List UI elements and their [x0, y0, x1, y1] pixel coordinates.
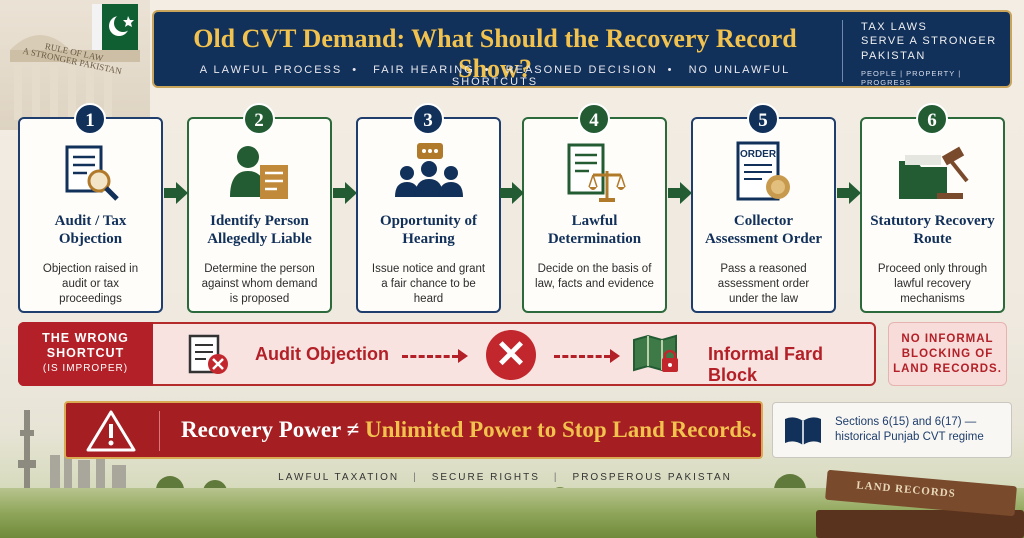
step-title: Statutory Recovery Route [870, 213, 995, 247]
document-x-icon [188, 334, 228, 374]
step-description: Objection raised in audit or tax proceed… [42, 263, 139, 305]
step-card-5: 5 ORDER Collector Assessment Order Pass … [691, 103, 836, 313]
footer-item: SECURE RIGHTS [431, 472, 540, 483]
arrow-right-icon [837, 182, 861, 204]
order-seal-icon: ORDER [736, 141, 790, 201]
building-illustration [10, 35, 140, 120]
dashed-arrow-head [458, 349, 468, 363]
banner-text: Recovery Power ≠ Unlimited Power to Stop… [181, 417, 757, 443]
subtitle-item: NO UNLAWFUL SHORTCUTS [451, 64, 791, 88]
recovery-power-banner: Recovery Power ≠ Unlimited Power to Stop… [64, 401, 763, 459]
dashed-arrow [402, 355, 458, 358]
step-number: 3 [412, 103, 444, 135]
wrong-shortcut-panel: THE WRONG SHORTCUT (IS IMPROPER) Audit O… [18, 322, 876, 386]
sections-note-card: Sections 6(15) and 6(17) — historical Pu… [772, 402, 1012, 458]
step-title: Collector Assessment Order [704, 213, 823, 247]
document-magnifier-icon [65, 145, 119, 201]
step-title: Opportunity of Hearing [379, 213, 478, 247]
label-line: THE WRONG [42, 331, 129, 345]
step-description: Issue notice and grant a fair chance to … [371, 263, 486, 305]
person-document-icon [230, 146, 288, 199]
arrow-right-icon [164, 182, 188, 204]
subtitle-item: REASONED DECISION [505, 64, 658, 76]
open-book-icon [785, 417, 821, 445]
step-card-2: 2 Identify Person Allegedly Liable Deter… [187, 103, 332, 313]
sections-note-text: Sections 6(15) and 6(17) — historical Pu… [835, 416, 984, 443]
banner-text-part1: Recovery Power ≠ [181, 417, 365, 442]
footer-tagline: LAWFUL TAXATION|SECURE RIGHTS|PROSPEROUS… [278, 472, 732, 483]
header-subtitle: A LAWFUL PROCESS• FAIR HEARING• REASONED… [199, 64, 791, 88]
wrong-shortcut-label: THE WRONG SHORTCUT (IS IMPROPER) [18, 322, 153, 386]
step-title: Audit / Tax Objection [54, 213, 127, 247]
book-illustration [816, 510, 1024, 538]
folder-gavel-icon [899, 146, 969, 199]
step-number: 4 [578, 103, 610, 135]
no-informal-blocking-note: NO INFORMAL BLOCKING OF LAND RECORDS. [888, 322, 1007, 386]
land-records-books: LAND RECORDS [812, 469, 1024, 538]
label-line: SHORTCUT [46, 346, 125, 360]
audit-objection-text: Audit Objection [255, 344, 389, 364]
header-banner: Old CVT Demand: What Should the Recovery… [152, 10, 1012, 88]
step-description: Determine the person against whom demand… [201, 263, 318, 305]
books-label: LAND RECORDS [855, 479, 957, 501]
banner-divider [159, 411, 160, 451]
skyline-illustration [18, 410, 126, 495]
side-mini-tagline: PEOPLE | PROPERTY | PROGRESS [861, 68, 962, 87]
header-side-tag: TAX LAWS SERVE A STRONGER PAKISTAN PEOPL… [842, 20, 1002, 87]
step-number: 1 [74, 103, 106, 135]
banner-text-part2: Unlimited Power to Stop Land Records. [364, 417, 757, 442]
informal-fard-block-text: Informal Fard Block [708, 344, 824, 385]
subtitle-item: FAIR HEARING [373, 64, 475, 76]
pakistan-flag-icon [92, 4, 138, 50]
x-mark-icon: ✕ [486, 330, 536, 380]
step-description: Pass a reasoned assessment order under t… [717, 263, 810, 305]
step-card-1: 1 Audit / Tax Objection Objection raised… [18, 103, 163, 313]
dashed-arrow-head [610, 349, 620, 363]
step-card-4: 4 Lawful Determination Decide on the bas… [522, 103, 667, 313]
page-title: Old CVT Demand: What Should the Recovery… [193, 24, 797, 83]
step-card-3: 3 Opportunity of Hearing Issue notice an… [356, 103, 501, 313]
step-number: 5 [747, 103, 779, 135]
step-number: 6 [916, 103, 948, 135]
side-tagline: TAX LAWS SERVE A STRONGER PAKISTAN [861, 21, 997, 62]
step-description: Proceed only through lawful recovery mec… [877, 263, 988, 305]
map-lock-icon [633, 334, 678, 372]
footer-item: LAWFUL TAXATION [278, 472, 400, 483]
step-card-6: 6 Statutory Recovery Route Proceed only … [860, 103, 1005, 313]
people-speech-icon [395, 143, 463, 197]
step-description: Decide on the basis of law, facts and ev… [535, 263, 654, 290]
footer-item: PROSPEROUS PAKISTAN [572, 472, 732, 483]
arrow-right-icon [500, 182, 524, 204]
step-number: 2 [243, 103, 275, 135]
dashed-arrow [554, 355, 610, 358]
arrow-right-icon [668, 182, 692, 204]
subtitle-item: A LAWFUL PROCESS [199, 64, 343, 76]
step-title: Lawful Determination [547, 213, 642, 247]
arrow-right-icon [333, 182, 357, 204]
label-line: (IS IMPROPER) [42, 363, 129, 374]
svg-text:ORDER: ORDER [740, 149, 777, 160]
step-title: Identify Person Allegedly Liable [207, 213, 312, 247]
warning-icon [86, 410, 136, 452]
scales-document-icon [567, 143, 626, 202]
